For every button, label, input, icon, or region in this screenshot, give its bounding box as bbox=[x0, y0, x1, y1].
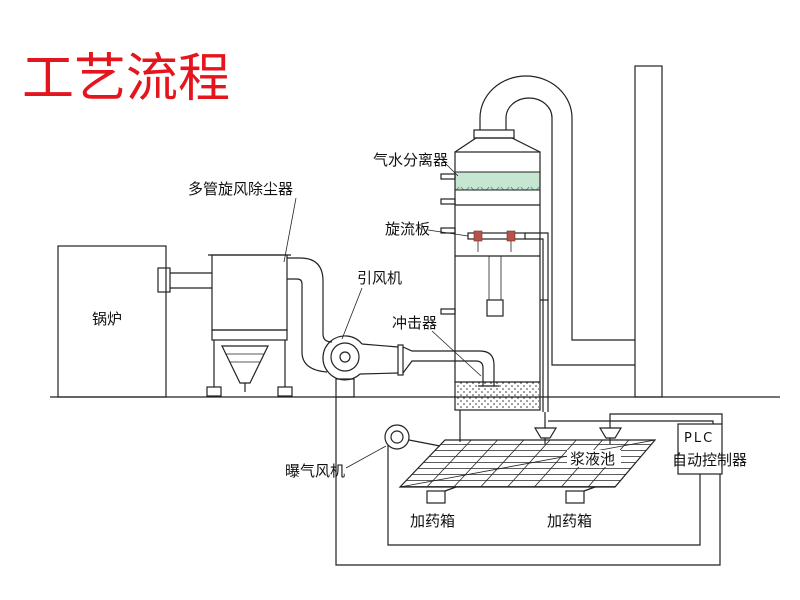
separator-label: 气水分离器 bbox=[373, 151, 448, 169]
circulation-pump-1 bbox=[533, 427, 558, 439]
swirl-plate-leader-line bbox=[427, 229, 469, 237]
plc-label: PLC bbox=[684, 431, 714, 446]
dosing-box-1-feed-line bbox=[444, 486, 457, 492]
flue-duct-to-chimney bbox=[479, 75, 635, 366]
boiler-duct-flange bbox=[157, 267, 171, 293]
collector-foot-right bbox=[277, 386, 293, 397]
fan-outlet-flange bbox=[397, 344, 404, 376]
collector-foot-left bbox=[206, 386, 222, 397]
aeration-air-pipe bbox=[408, 439, 441, 447]
swirl-plate bbox=[467, 230, 526, 252]
aeration-fan-leader-line bbox=[345, 445, 387, 469]
flue-duct-outer bbox=[479, 75, 635, 341]
tower-nozzle-stub bbox=[440, 198, 456, 205]
slurry-tank-divider bbox=[534, 439, 577, 488]
tower-nozzle-stub bbox=[440, 308, 456, 315]
fan-hub bbox=[339, 351, 351, 363]
dosing-box-1: 加药箱 bbox=[410, 486, 457, 530]
aeration-fan-label: 曝气风机 bbox=[285, 462, 345, 480]
dosing-box-2-feed-line bbox=[583, 486, 596, 492]
fan-outlet-bottom bbox=[359, 372, 399, 375]
gas-water-separator bbox=[454, 171, 541, 191]
slurry-tank-label: 浆液池 bbox=[570, 450, 615, 468]
swirl-plate-nozzle-marker bbox=[473, 230, 483, 242]
induced-fan-leader-line bbox=[341, 287, 363, 340]
flue-duct-inner bbox=[505, 97, 635, 366]
boiler-body bbox=[57, 245, 167, 398]
dosing-box-2-body bbox=[565, 490, 585, 504]
aeration-fan-hub bbox=[390, 430, 404, 444]
swirl-plate-label: 旋流板 bbox=[385, 220, 430, 238]
fan-base bbox=[335, 378, 355, 398]
impactor-leader-line bbox=[431, 330, 482, 377]
diagram-title: 工艺流程 bbox=[22, 49, 230, 109]
tower-body bbox=[454, 151, 541, 411]
pump-2-control-line bbox=[609, 413, 723, 428]
boiler: 锅炉 bbox=[57, 245, 167, 398]
tower-outlet-flange bbox=[473, 129, 515, 139]
dosing-box-2: 加药箱 bbox=[547, 486, 596, 530]
tower-nozzle-stub bbox=[440, 173, 456, 180]
dust-collector-label: 多管旋风除尘器 bbox=[188, 180, 293, 198]
collector-lower-band bbox=[211, 329, 288, 341]
circulation-pipe-inner bbox=[525, 238, 544, 412]
collector-outlet-duct bbox=[287, 257, 333, 373]
controller-label: 自动控制器 bbox=[672, 451, 747, 469]
dust-collector-leader-line bbox=[283, 197, 297, 263]
slurry-tank-divider bbox=[453, 439, 498, 488]
boiler-outlet-duct bbox=[157, 267, 212, 293]
slurry-tank-diagonal bbox=[399, 439, 656, 488]
boiler-label: 锅炉 bbox=[92, 310, 122, 328]
fan-housing bbox=[322, 335, 363, 381]
fan-control-line bbox=[335, 397, 721, 566]
fan-to-tower-pipe-bottom bbox=[402, 360, 455, 374]
induced-draft-fan bbox=[322, 335, 404, 398]
fan-impeller bbox=[330, 342, 360, 372]
circulation-pump-2 bbox=[598, 427, 623, 439]
collector-hopper bbox=[221, 345, 269, 384]
slurry-tank-label-bg bbox=[567, 450, 621, 467]
dosing-box-1-body bbox=[426, 490, 446, 504]
aeration-fan-housing bbox=[384, 424, 410, 450]
impactor-inlet-pipe-outer bbox=[455, 350, 495, 386]
chimney bbox=[634, 65, 663, 398]
pump-1-control-line bbox=[548, 420, 714, 424]
impactor bbox=[455, 256, 504, 387]
plc-controller: PLC 自动控制器 bbox=[672, 423, 747, 475]
separator-leader-line bbox=[445, 163, 459, 177]
collector-outlet-duct-outer bbox=[287, 257, 333, 343]
aeration-fan bbox=[384, 424, 441, 450]
swirl-plate-nozzle-marker bbox=[506, 230, 516, 242]
fan-outlet-top bbox=[361, 343, 399, 348]
impactor-head bbox=[486, 299, 504, 317]
circulation-pipe bbox=[525, 232, 549, 412]
fan-to-tower-pipe-top bbox=[402, 346, 455, 352]
dosing-box-1-label: 加药箱 bbox=[410, 512, 455, 530]
plc-box bbox=[677, 423, 723, 475]
collector-outlet-duct-inner bbox=[287, 278, 328, 373]
impactor-inlet-pipe-inner bbox=[455, 360, 484, 386]
circulation-pipe-outer bbox=[525, 232, 549, 412]
slurry-tank-divider bbox=[480, 439, 525, 488]
dosing-box-2-label: 加药箱 bbox=[547, 512, 592, 530]
aeration-control-line bbox=[387, 445, 701, 546]
slurry-tank-divider bbox=[426, 439, 472, 488]
induced-fan-label: 引风机 bbox=[357, 269, 402, 287]
multi-tube-cyclone-dust-collector bbox=[206, 254, 293, 397]
slurry-tank: 浆液池 bbox=[398, 439, 657, 488]
tower-cap bbox=[454, 137, 541, 153]
collector-body bbox=[211, 254, 288, 331]
fan-to-tower-pipe bbox=[402, 346, 455, 374]
impactor-label: 冲击器 bbox=[392, 314, 437, 332]
scrubber-tower bbox=[440, 129, 549, 412]
